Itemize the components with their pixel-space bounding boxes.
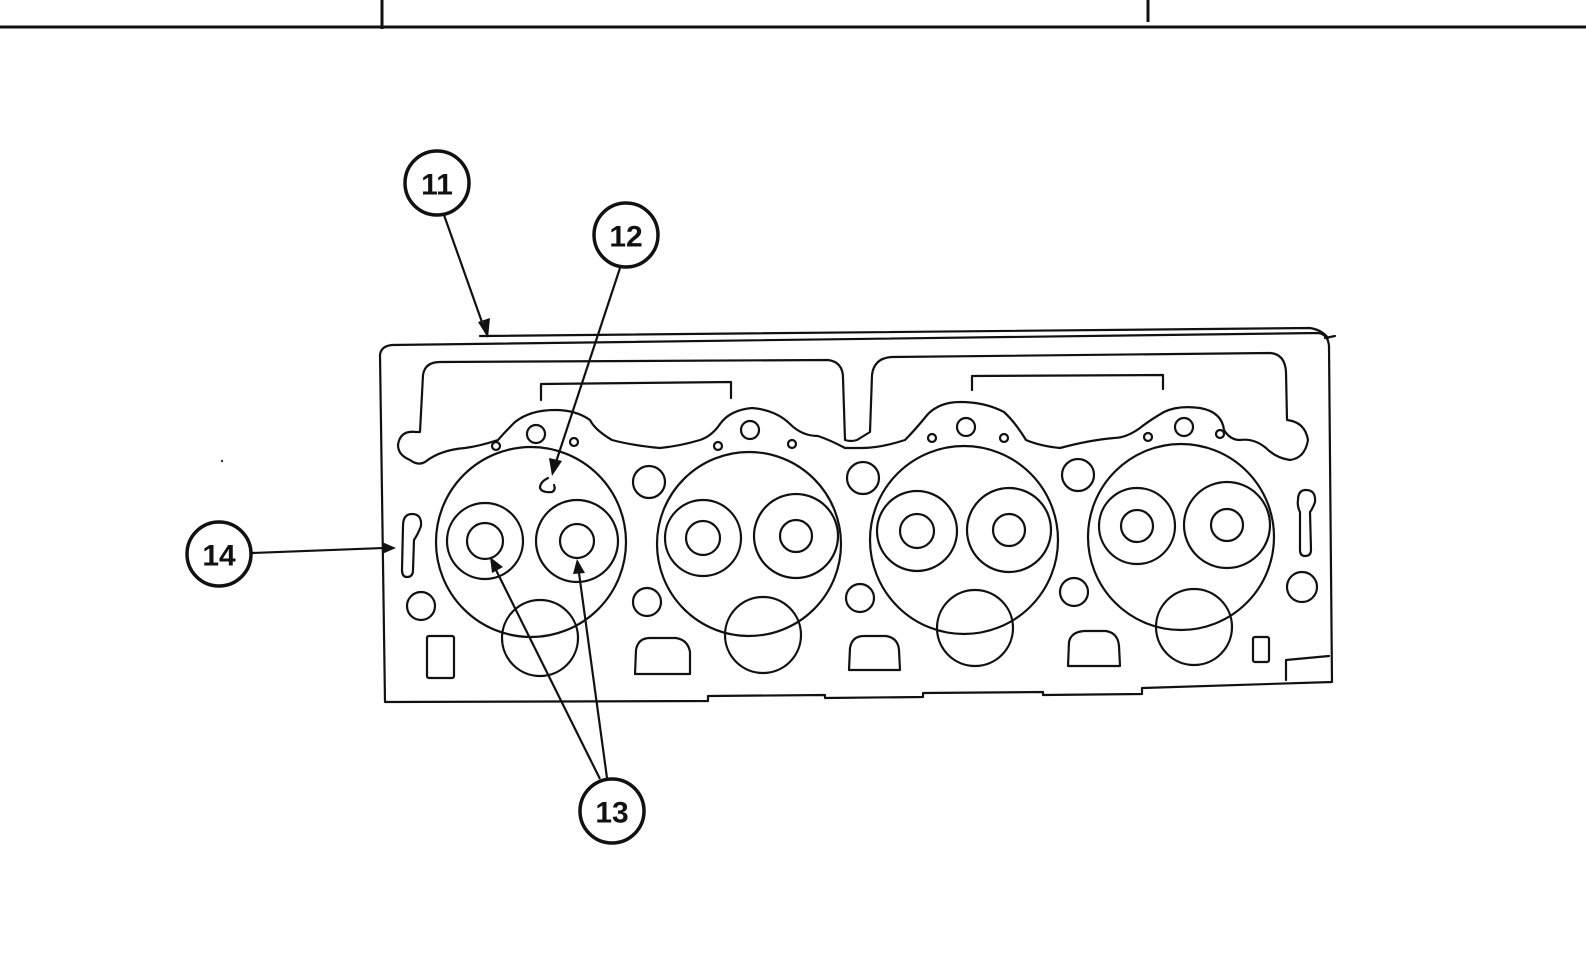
callout-13: 13 — [490, 557, 646, 845]
cylinder-3 — [868, 444, 1060, 668]
scan-speck — [220, 459, 224, 463]
callout-11: 11 — [403, 149, 490, 338]
header-rule — [0, 0, 1586, 29]
callout-14: 14 — [185, 520, 396, 588]
cylinder-4 — [1086, 442, 1276, 667]
cylinder-2 — [655, 450, 843, 675]
callout-12: 12 — [549, 201, 660, 476]
callout-11-label: 11 — [421, 169, 453, 202]
callout-12-label: 12 — [609, 221, 642, 254]
callout-14-label: 14 — [202, 540, 236, 573]
scan-speck — [482, 321, 484, 323]
callout-13-label: 13 — [595, 797, 628, 830]
cylinder-head-gasket — [378, 326, 1337, 704]
cylinder-1 — [434, 445, 628, 678]
